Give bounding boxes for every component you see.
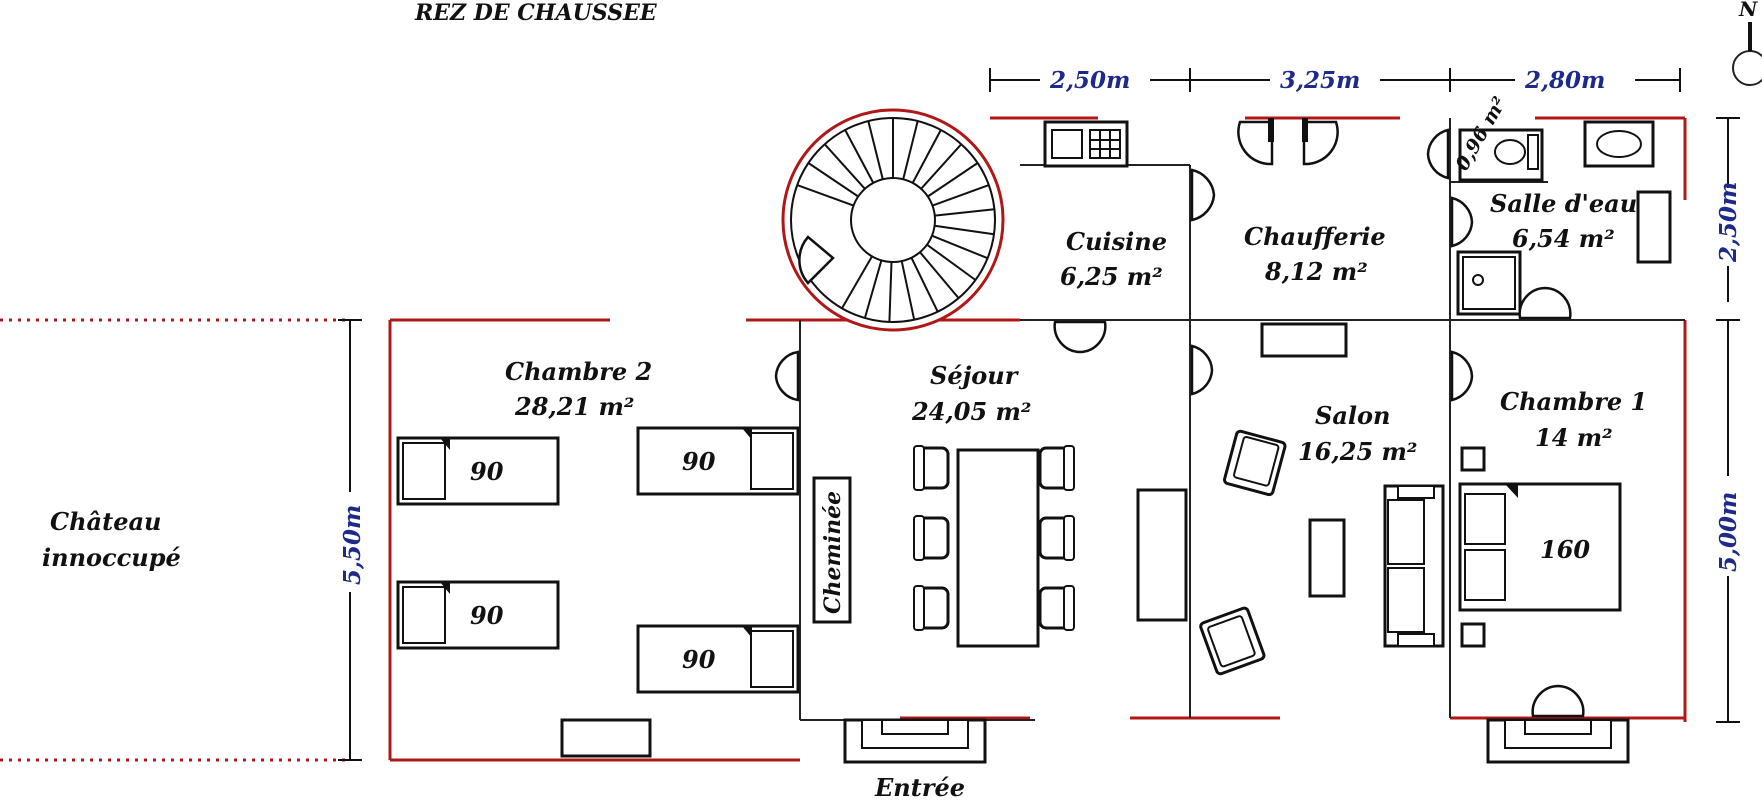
stair-tread [911, 129, 942, 184]
room-area-cuisine: 6,25 m² [1060, 262, 1163, 291]
label-chateau: Château innoccupé [42, 507, 181, 572]
label-chaufferie: Chaufferie 8,12 m² [1244, 222, 1386, 286]
stair-tread [823, 143, 866, 190]
room-area-sejour: 24,05 m² [911, 397, 1031, 426]
dining-table [956, 448, 1040, 648]
room-area-chaufferie: 8,12 m² [1264, 257, 1368, 286]
salon-sideboard [1136, 488, 1188, 622]
toilet-icon [1458, 128, 1544, 182]
dimension-top-1: 2,50m [1049, 67, 1130, 94]
fireplace: Cheminée [812, 476, 852, 624]
armchair-icon-1 [1223, 429, 1287, 497]
stair-tread [807, 162, 859, 198]
bathroom-cabinet [1636, 190, 1672, 264]
stair-tread [841, 255, 873, 309]
chambre2-cabinet [560, 718, 652, 758]
room-name-sejour: Séjour [930, 361, 1020, 390]
boiler-room-double-door-icon [1237, 118, 1339, 166]
coffee-table [1308, 518, 1346, 598]
bed-label-5: 160 [1540, 535, 1590, 564]
dining-chair [1038, 445, 1075, 491]
nightstand-2 [1460, 622, 1486, 648]
label-salle-eau: Salle d'eau 6,54 m² [1490, 189, 1637, 253]
doors [774, 128, 1585, 718]
bed-label-4: 90 [682, 645, 716, 674]
stair-tread [910, 257, 939, 313]
room-name-chaufferie: Chaufferie [1244, 222, 1386, 251]
sofa-icon [1383, 484, 1445, 648]
label-cuisine: Cuisine 6,25 m² [1060, 227, 1167, 291]
dimension-left: 5,50m [339, 505, 366, 585]
stair-tread [796, 184, 854, 207]
dining-chair [913, 585, 950, 631]
fireplace-label: Cheminée [820, 491, 846, 614]
stair-tread [919, 251, 960, 299]
room-name-salle-eau: Salle d'eau [1490, 189, 1637, 218]
stair-tread [867, 120, 884, 180]
top-dimension-line: 2,50m 3,25m 2,80m [989, 66, 1681, 94]
stair-tread [863, 260, 883, 319]
label-salon: Salon 16,25 m² [1298, 401, 1417, 466]
bedroom-steps-icon [1486, 718, 1630, 764]
room-name-salon: Salon [1315, 401, 1390, 430]
right-dimension-line: 2,50m 5,00m [1714, 117, 1742, 723]
bed-single-2: 90 [636, 426, 800, 496]
bed-single-4: 90 [636, 624, 800, 694]
room-name-chambre2: Chambre 2 [505, 357, 652, 386]
bed-label-3: 90 [470, 601, 504, 630]
stair-tread [920, 143, 963, 190]
dimension-top-2: 3,25m [1280, 67, 1360, 94]
stair-tread [927, 162, 979, 198]
dining-chair [1038, 585, 1075, 631]
shower-icon [1456, 250, 1522, 316]
entrance-steps-icon [843, 718, 987, 764]
dining-chair [1038, 515, 1075, 561]
room-area-salon: 16,25 m² [1298, 437, 1417, 466]
door-stair [798, 235, 835, 285]
room-name-chambre1: Chambre 1 [1500, 387, 1647, 416]
label-chambre1: Chambre 1 14 m² [1500, 387, 1647, 452]
bed-label-2: 90 [682, 447, 716, 476]
stair-tread [844, 129, 875, 184]
dining-chair [913, 515, 950, 561]
room-name-cuisine: Cuisine [1066, 227, 1167, 256]
stair-tread [888, 261, 893, 322]
room-area-salle-eau: 6,54 m² [1512, 224, 1615, 253]
bed-single-1: 90 [396, 436, 560, 506]
entrance-label: Entrée [874, 773, 965, 800]
dimension-top-3: 2,80m [1524, 67, 1605, 94]
stair-tread [934, 208, 995, 217]
label-chambre2: Chambre 2 28,21 m² [505, 357, 652, 421]
chateau-line-2: innoccupé [42, 543, 181, 572]
compass-label: N [1738, 0, 1758, 21]
stair-tread [926, 243, 977, 281]
dimension-right-top: 2,50m [1715, 182, 1742, 263]
bed-double: 160 [1458, 482, 1622, 612]
armchair-icon-2 [1199, 606, 1266, 676]
bed-label-1: 90 [470, 457, 504, 486]
kitchen-sink-icon [1043, 120, 1129, 168]
stair-tread [931, 234, 988, 260]
washbasin-icon [1583, 120, 1655, 168]
stair-tread [900, 260, 916, 321]
dining-chairs [913, 445, 1075, 631]
north-compass-icon: N [1732, 0, 1762, 86]
chateau-line-1: Château [50, 507, 161, 536]
stair-tread [932, 184, 990, 207]
bed-single-3: 90 [396, 580, 560, 650]
room-area-chambre1: 14 m² [1535, 423, 1613, 452]
plan-title: REZ DE CHAUSSEE [414, 0, 658, 26]
label-sejour: Séjour 24,05 m² [911, 361, 1031, 426]
spiral-staircase [781, 108, 1005, 332]
left-dimension-line: 5,50m [336, 319, 366, 761]
salon-shelf [1260, 322, 1348, 358]
dimension-right-bottom: 5,00m [1715, 492, 1742, 572]
nightstand-1 [1460, 446, 1486, 472]
stair-tread [934, 224, 995, 236]
room-area-chambre2: 28,21 m² [514, 392, 634, 421]
dining-chair [913, 445, 950, 491]
stair-tread [902, 120, 919, 180]
